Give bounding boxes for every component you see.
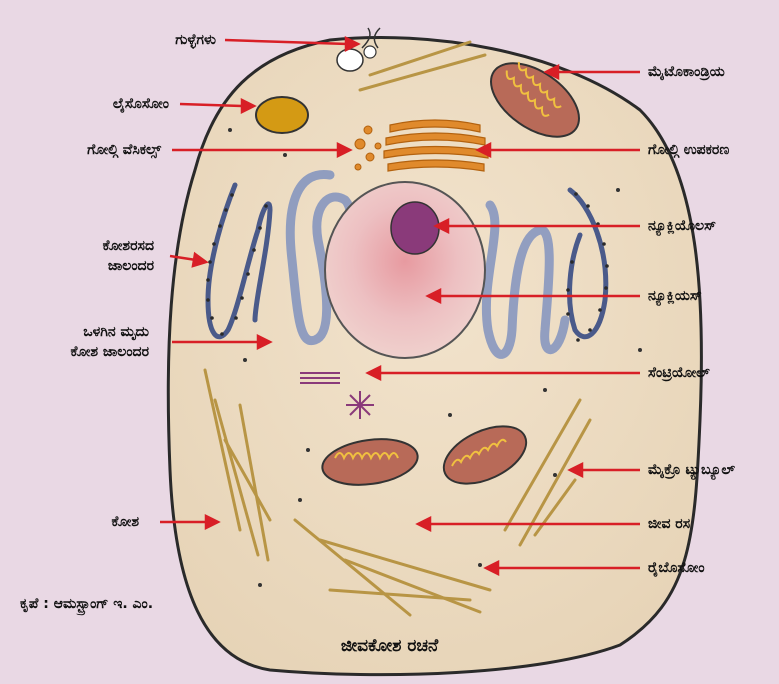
label-mitochondria: ಮೈಟೊಕಾಂಡ್ರಿಯ bbox=[648, 62, 725, 82]
label-nucleolus: ನ್ಯೂಕ್ಲಿಯೊಲಸ್ bbox=[648, 216, 716, 236]
label-lysosome: ಲೈಸೊಸೋಂ bbox=[113, 94, 169, 114]
label-rough-er: ಕೋಶರಸದ ಜಾಲಂದರ bbox=[103, 236, 154, 276]
diagram-caption: ಜೀವಕೋಶ ರಚನೆ bbox=[0, 636, 779, 656]
label-golgi-apparatus: ಗೋಲ್ಗಿ ಉಪಕರಣ bbox=[648, 140, 729, 160]
label-rough-er-line1: ಕೋಶರಸದ bbox=[103, 236, 154, 256]
label-cytoplasm: ಜೀವ ರಸ bbox=[648, 514, 690, 534]
label-smooth-er-line2: ಕೋಶ ಜಾಲಂದರ bbox=[71, 342, 149, 362]
lysosome bbox=[256, 97, 308, 133]
label-nucleus: ನ್ಯೂಕ್ಲಿಯಸ್ bbox=[648, 286, 702, 306]
nucleolus bbox=[391, 202, 439, 254]
label-vacuoles: ಗುಳ್ಳೆಗಳು bbox=[175, 30, 216, 50]
label-rough-er-line2: ಜಾಲಂದರ bbox=[103, 256, 154, 276]
label-cell-wall: ಕೋಶ bbox=[112, 512, 140, 532]
label-ribosome: ರೈಬೊಸೋಂ bbox=[648, 558, 705, 578]
label-golgi-vesicles: ಗೋಲ್ಗಿ ವೆಸಿಕಲ್ಸ್ bbox=[87, 140, 161, 160]
label-smooth-er-line1: ಒಳಗಿನ ಮೃದು bbox=[71, 322, 149, 342]
label-smooth-er: ಒಳಗಿನ ಮೃದು ಕೋಶ ಜಾಲಂದರ bbox=[71, 322, 149, 362]
label-centriole: ಸೆಂಟ್ರಿಯೋಲ್ bbox=[648, 363, 710, 383]
label-credit: ಕೃಪೆ : ಆಮಸ್ಟ್ರಾಂಗ್ ಇ. ಎಂ. bbox=[20, 594, 153, 614]
label-microtubules: ಮೈಕ್ರೊ ಟ್ಯುಬ್ಯೂಲ್ bbox=[648, 460, 735, 480]
